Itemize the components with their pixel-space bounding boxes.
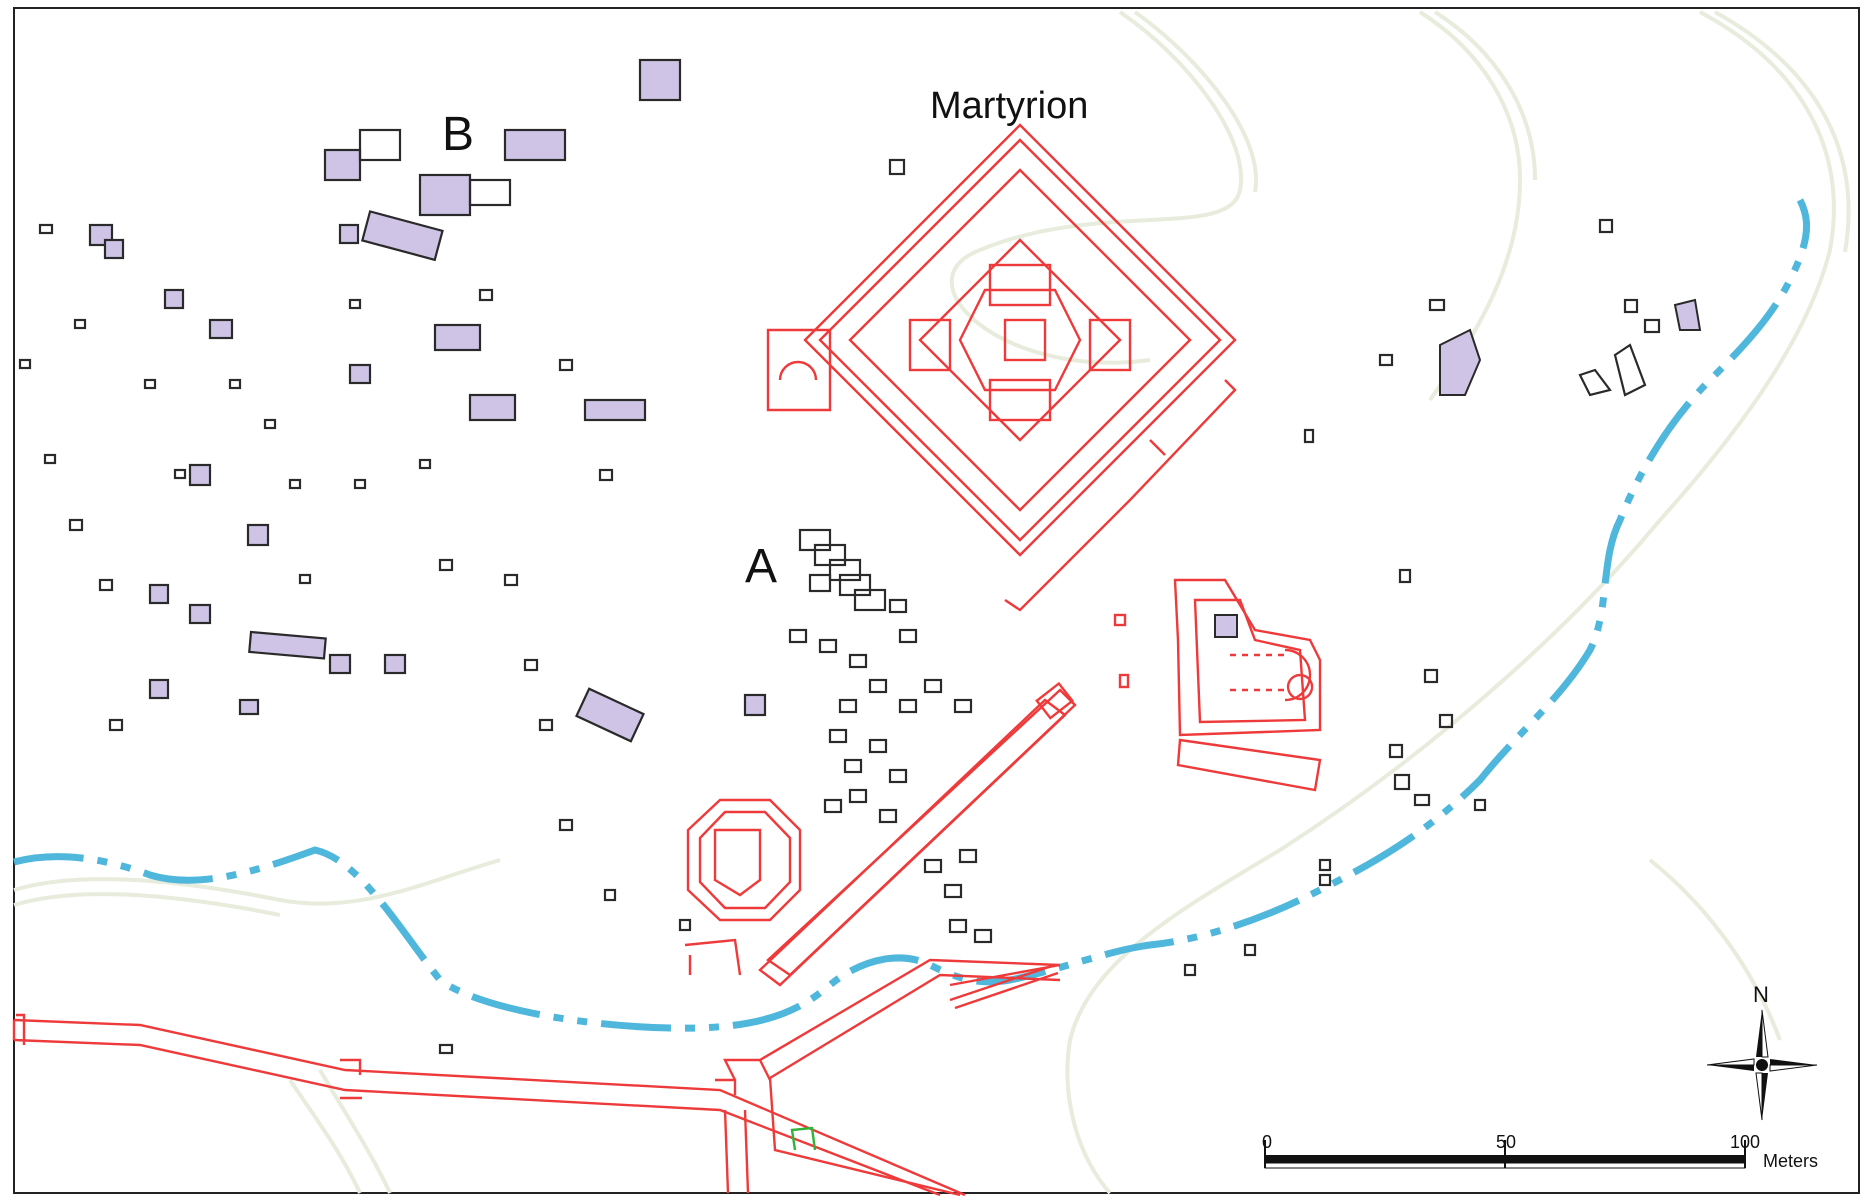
label-martyrion: Martyrion bbox=[930, 85, 1088, 127]
scale-tick-50: 50 bbox=[1496, 1132, 1516, 1152]
compass-north-label: N bbox=[1753, 982, 1769, 1007]
martyrion-structure bbox=[766, 123, 1237, 612]
scale-bar bbox=[1264, 1140, 1746, 1169]
map-frame bbox=[13, 7, 1860, 1194]
building-footprints bbox=[18, 58, 1702, 1055]
scale-unit-label: Meters bbox=[1763, 1151, 1818, 1171]
label-a: A bbox=[745, 540, 777, 593]
label-b: B bbox=[442, 108, 474, 161]
basilica-structure bbox=[1113, 578, 1322, 792]
colonnade-structure bbox=[758, 681, 1077, 987]
scale-tick-100: 100 bbox=[1730, 1132, 1760, 1152]
scale-tick-0: 0 bbox=[1262, 1132, 1272, 1152]
road-segment bbox=[949, 963, 1059, 1010]
north-arrow-icon bbox=[1706, 1009, 1818, 1121]
octagonal-structure bbox=[684, 798, 802, 976]
contour-lines bbox=[13, 10, 1851, 1195]
watercourse bbox=[13, 198, 1811, 1032]
small-green-structure bbox=[790, 1126, 817, 1151]
